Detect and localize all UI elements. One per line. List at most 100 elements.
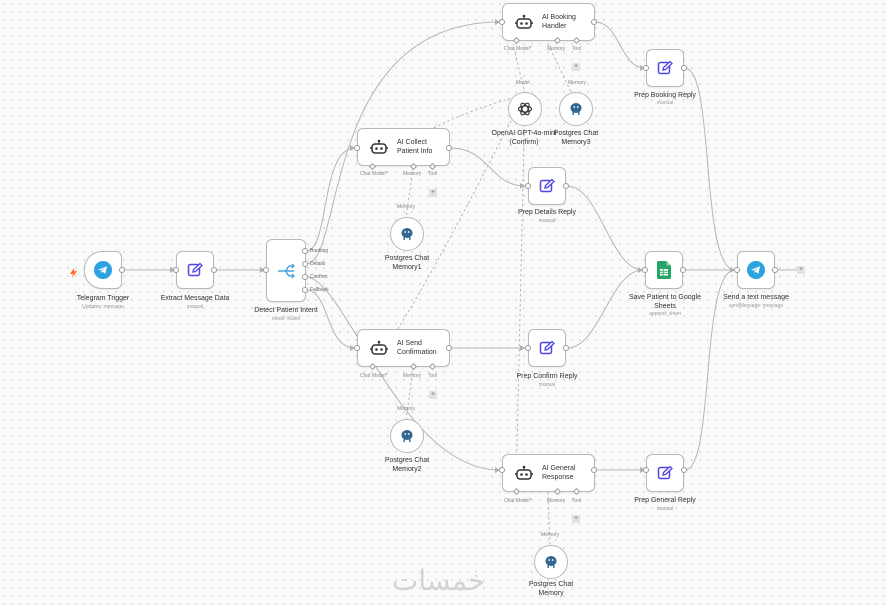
sheets-icon [657,261,671,279]
pg-label: Postgres Chat Memory [528,581,574,597]
openai-model-node[interactable] [508,92,542,126]
trigger-label: Telegram Trigger [76,295,130,302]
robot-icon [370,139,388,155]
detect-output-details[interactable] [302,261,308,267]
ai-booking-memory-label: Memory [547,46,566,52]
ai-booking-agent-node[interactable]: AI Booking Handler [502,3,595,41]
detect-output-booking[interactable] [302,248,308,254]
detect-input-port[interactable] [263,267,269,273]
ai-general-tool-label: Tool [572,498,582,504]
ai-send-chatmodel-label: Chat Model* [360,373,388,379]
prep-booking-node[interactable] [646,49,684,87]
ai-collect-input-port[interactable] [354,145,360,151]
ai-booking-chatmodel-label: Chat Model* [504,46,532,52]
detect-intent-node[interactable] [266,239,306,302]
ai-send-memory-label: Memory [403,373,422,379]
ai-general-memory-label: Memory [547,498,566,504]
prep-details-node[interactable] [528,167,566,205]
robot-icon [515,465,533,481]
postgres-icon [400,429,414,443]
prep-general-label: Prep General Reply [634,497,696,504]
prep-booking-output-port[interactable] [681,65,687,71]
ai-collect-tool-label: Tool [428,171,438,177]
extract-input-port[interactable] [173,267,179,273]
postgres-icon [569,102,583,116]
prep-general-node[interactable] [646,454,684,492]
edit-icon [657,465,673,481]
ai-send-add-tool-button[interactable]: + [429,391,437,399]
ai-collect-agent-node[interactable]: AI Collect Patient Info [357,128,450,166]
extract-sublabel: manual [186,304,204,310]
prep-details-output-port[interactable] [563,183,569,189]
trigger-sublabel: Updates: message [82,304,124,310]
openai-label: OpenAI GPT-4o-mini (Confirm) [491,130,557,146]
save-sheets-node[interactable] [645,251,683,289]
ai-booking-tool-label: Tool [572,46,582,52]
switch-icon [277,263,295,279]
ai-booking-add-tool-button[interactable]: + [572,63,580,71]
output-label-booking: Booking [310,248,329,254]
ai-general-response-node[interactable]: AI General Response [502,454,595,492]
ai-booking-output-port[interactable] [591,19,597,25]
save-sheets-input-port[interactable] [642,267,648,273]
send-text-message-node[interactable] [737,251,775,289]
prep-details-label: Prep Details Reply [518,209,576,216]
postgres-memory1-node[interactable] [390,217,424,251]
output-label-confirm: Confirm [310,274,328,280]
extract-message-node[interactable] [176,251,214,289]
robot-icon [515,14,533,30]
edit-icon [539,340,555,356]
pg2-memory-port-label: Memory [397,406,416,412]
detect-output-confirm[interactable] [302,274,308,280]
ai-collect-memory-label: Memory [403,171,422,177]
postgres-memory3-node[interactable] [559,92,593,126]
prep-booking-input-port[interactable] [643,65,649,71]
detect-output-fallback[interactable] [302,287,308,293]
postgres-memory-node[interactable] [534,545,568,579]
ai-send-output-port[interactable] [446,345,452,351]
watermark: خمسات [392,564,486,597]
prep-confirm-output-port[interactable] [563,345,569,351]
telegram-trigger-node[interactable] [84,251,122,289]
edit-icon [539,178,555,194]
prep-confirm-sublabel: manual [538,382,556,388]
send-text-add-node-button[interactable]: + [797,266,805,274]
postgres-memory2-node[interactable] [390,419,424,453]
ai-general-title: AI General Response [542,465,576,481]
output-label-fallback: Fallback [310,287,329,293]
output-label-details: Details [310,261,326,267]
ai-send-input-port[interactable] [354,345,360,351]
extract-output-port[interactable] [211,267,217,273]
ai-send-confirmation-node[interactable]: AI Send Confirmation [357,329,450,367]
pg-memory-port-label: Memory [541,532,560,538]
edit-icon [187,262,203,278]
ai-booking-input-port[interactable] [499,19,505,25]
prep-booking-label: Prep Booking Reply [634,92,696,99]
pg2-label: Postgres Chat Memory2 [384,457,430,473]
prep-details-input-port[interactable] [525,183,531,189]
ai-collect-output-port[interactable] [446,145,452,151]
prep-general-input-port[interactable] [643,467,649,473]
prep-confirm-node[interactable] [528,329,566,367]
send-text-input-port[interactable] [734,267,740,273]
ai-general-input-port[interactable] [499,467,505,473]
bolt-icon [70,265,77,283]
ai-general-add-tool-button[interactable]: + [572,515,580,523]
ai-general-chatmodel-label: Chat Model* [504,498,532,504]
ai-collect-title: AI Collect Patient Info [397,139,433,155]
ai-collect-chatmodel-label: Chat Model* [360,171,388,177]
extract-label: Extract Message Data [160,295,230,302]
send-text-output-port[interactable] [772,267,778,273]
pg1-memory-port-label: Memory [397,204,416,210]
pg1-label: Postgres Chat Memory1 [384,255,430,271]
prep-general-sublabel: manual [656,506,674,512]
openai-icon [517,101,533,117]
prep-confirm-input-port[interactable] [525,345,531,351]
ai-send-confirmation-title: AI Send Confirmation [397,340,437,356]
prep-general-output-port[interactable] [681,467,687,473]
ai-general-output-port[interactable] [591,467,597,473]
trigger-output-port[interactable] [119,267,125,273]
ai-collect-add-tool-button[interactable]: + [429,189,437,197]
save-sheets-output-port[interactable] [680,267,686,273]
